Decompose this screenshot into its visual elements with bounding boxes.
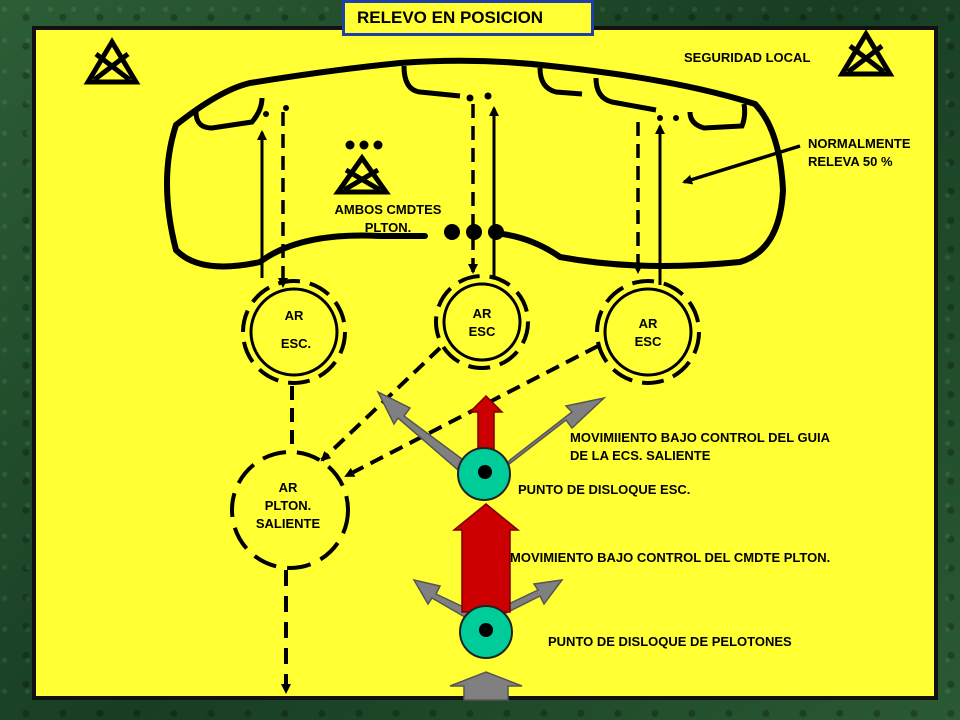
assembly-area-plton-saliente <box>230 450 350 570</box>
assembly-area-esc-left <box>241 279 347 385</box>
label-plton-plton: PLTON. <box>265 498 311 513</box>
fighting-position-4 <box>593 77 657 113</box>
dislocation-arrows-esc <box>376 390 607 472</box>
front-line <box>164 57 787 270</box>
label-ar-mid: AR <box>473 306 492 321</box>
squad-dots-left <box>263 105 289 117</box>
label-esc-mid: ESC <box>469 324 496 339</box>
label-mov-guia-2: DE LA ECS. SALIENTE <box>570 448 711 463</box>
label-esc-left: ESC. <box>281 336 311 351</box>
label-punto-pelotones: PUNTO DE DISLOQUE DE PELOTONES <box>548 634 792 649</box>
observation-post-icon-left <box>83 37 141 85</box>
fighting-position-1 <box>193 97 265 131</box>
note-pointer-arrow <box>682 144 801 185</box>
fighting-position-2 <box>401 65 461 99</box>
label-normalmente: NORMALMENTE <box>808 136 911 151</box>
label-ar-plton: AR <box>279 480 298 495</box>
label-mov-cmdte: MOVIMIENTO BAJO CONTROL DEL CMDTE PLTON. <box>510 550 830 565</box>
incoming-arrow-gray <box>449 671 523 701</box>
squad-dots-mid <box>466 92 492 102</box>
dashed-link-mid-to-plton <box>320 346 442 462</box>
label-ar-right: AR <box>639 316 658 331</box>
label-ar-left: AR <box>285 308 304 323</box>
label-punto-esc: PUNTO DE DISLOQUE ESC. <box>518 482 690 497</box>
label-seguridad-local: SEGURIDAD LOCAL <box>684 50 810 65</box>
label-releva: RELEVA 50 % <box>808 154 893 169</box>
label-saliente: SALIENTE <box>256 516 321 531</box>
label-ambos-cmdtes: AMBOS CMDTES <box>335 202 442 217</box>
dislocation-point-esc <box>457 447 511 501</box>
observation-post-icon-right <box>837 29 895 77</box>
fighting-position-5 <box>687 103 748 131</box>
platoon-dots-symbol <box>345 140 383 150</box>
assembly-area-esc-right <box>595 279 701 385</box>
squad-dots-right <box>657 115 679 121</box>
assembly-area-esc-mid <box>434 274 530 370</box>
dislocation-point-pelotones <box>459 605 513 659</box>
fighting-position-3 <box>537 67 583 97</box>
label-esc-right: ESC <box>635 334 662 349</box>
label-plton: PLTON. <box>365 220 411 235</box>
platoon-commander-icon <box>333 153 391 195</box>
page-title: RELEVO EN POSICION <box>342 0 594 36</box>
label-mov-guia-1: MOVIMIIENTO BAJO CONTROL DEL GUIA <box>570 430 831 445</box>
dislocation-arrows-pelotones <box>412 503 564 622</box>
platoon-command-dots <box>444 224 504 240</box>
